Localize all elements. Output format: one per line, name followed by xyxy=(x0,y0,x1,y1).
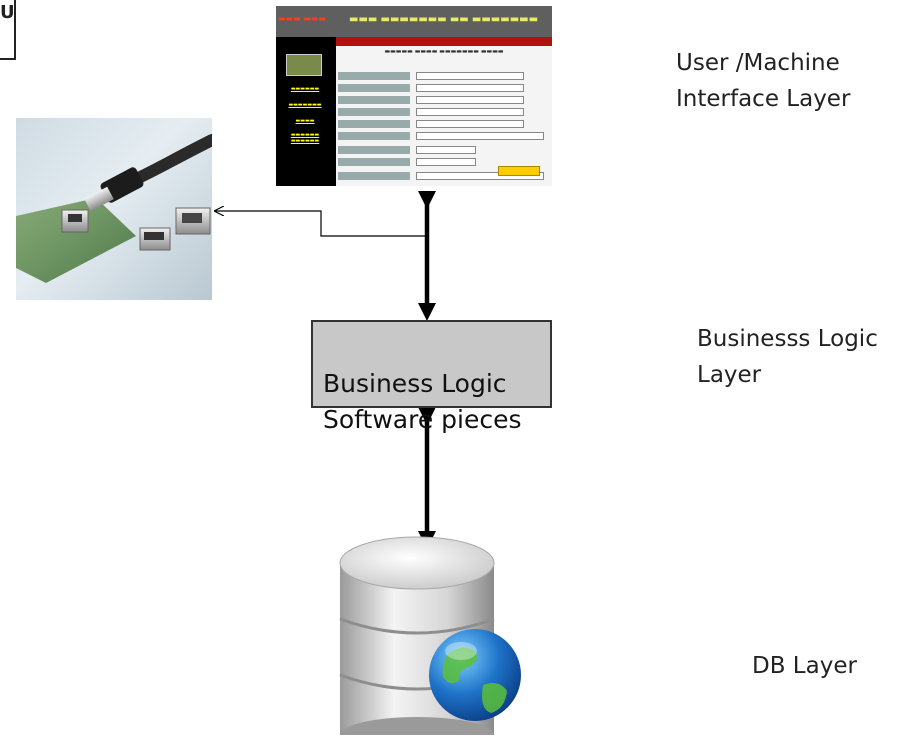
database-icon xyxy=(337,535,527,739)
globe-icon xyxy=(429,629,521,721)
screenshot-link: ▬▬▬▬▬▬ xyxy=(290,86,320,92)
screenshot-submit-button xyxy=(498,166,540,176)
screenshot-form-row xyxy=(338,172,550,181)
screenshot-thumbnail xyxy=(286,54,322,76)
screenshot-logo: ▬▬▬ ▬▬▬ xyxy=(278,14,326,23)
business-logic-box: Business Logic Software pieces xyxy=(311,320,552,434)
screenshot-link: ▬▬▬▬▬▬ xyxy=(290,132,320,138)
screenshot-form-row xyxy=(338,84,550,93)
screenshot-link: ▬▬▬▬▬▬▬ xyxy=(288,102,322,108)
screenshot-form-row xyxy=(338,108,550,117)
corner-glyph: U xyxy=(0,2,15,23)
screenshot-form-row xyxy=(338,158,550,167)
screenshot-form-row xyxy=(338,96,550,105)
screenshot-redbar xyxy=(336,37,552,46)
screenshot-form-row xyxy=(338,146,550,155)
business-layer-label: Businesss Logic Layer xyxy=(697,326,878,388)
screenshot-link: ▬▬▬▬▬▬ xyxy=(290,138,320,144)
screenshot-form-row xyxy=(338,120,550,129)
ui-layer-label: User /Machine Interface Layer xyxy=(676,50,851,112)
connector-photo-icon xyxy=(16,118,212,300)
database-drawing xyxy=(339,536,521,739)
screenshot-form-row xyxy=(338,72,550,81)
screenshot-link: ▬▬▬▬ xyxy=(295,118,315,124)
arrow-to-connector xyxy=(215,211,427,237)
corner-box: U xyxy=(0,0,16,60)
business-logic-box-label: Business Logic Software pieces xyxy=(323,369,522,434)
connector-photo-drawing xyxy=(16,134,212,283)
db-layer-label: DB Layer xyxy=(752,653,857,679)
screenshot-form-row xyxy=(338,132,550,141)
screenshot-title: ▬▬▬ ▬▬▬▬▬▬▬ ▬▬ ▬▬▬▬▬▬▬ xyxy=(349,14,539,25)
web-form-screenshot: ▬▬▬ ▬▬▬ ▬▬▬ ▬▬▬▬▬▬▬ ▬▬ ▬▬▬▬▬▬▬ ▬▬▬▬▬▬ ▬▬… xyxy=(276,6,552,186)
screenshot-subtitle: ▬▬▬▬▬ ▬▬▬▬ ▬▬▬▬▬▬▬ ▬▬▬▬ xyxy=(384,48,504,55)
screenshot-header xyxy=(276,6,552,37)
